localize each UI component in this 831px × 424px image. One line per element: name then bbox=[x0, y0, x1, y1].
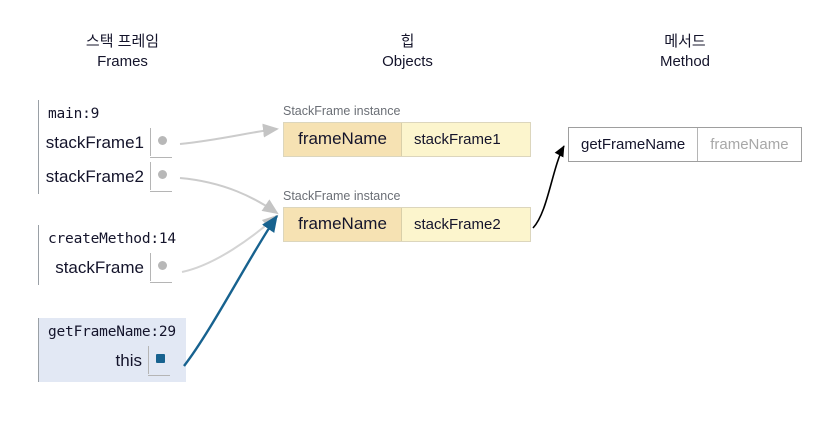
reference-bracket-icon bbox=[148, 346, 178, 376]
stack-frame-title: main:9 bbox=[48, 106, 100, 122]
heap-object-caption: StackFrame instance bbox=[283, 189, 401, 203]
stack-frame-main: main:9 stackFrame1 stackFrame2 bbox=[38, 100, 188, 194]
heap-object-field-value: stackFrame1 bbox=[402, 123, 530, 156]
stack-frame-rule bbox=[38, 318, 39, 382]
heap-object-caption: StackFrame instance bbox=[283, 104, 401, 118]
column-header-frames: 스택 프레임 Frames bbox=[10, 32, 235, 73]
reference-bracket-icon bbox=[150, 128, 180, 158]
reference-dot-icon bbox=[158, 170, 167, 179]
stack-frame-createmethod: createMethod:14 stackFrame bbox=[38, 225, 188, 285]
heap-object-field-name: frameName bbox=[284, 123, 402, 156]
column-header-method-en: Method bbox=[659, 53, 711, 71]
stack-frame-slot-stackframe: stackFrame bbox=[38, 251, 188, 285]
stack-frame-rule bbox=[38, 100, 39, 194]
arrow-stackframe1-to-object1 bbox=[179, 123, 279, 145]
reference-dot-icon bbox=[158, 261, 167, 270]
reference-dot-icon bbox=[158, 136, 167, 145]
arrow-object2-to-method bbox=[532, 145, 565, 229]
reference-dot-icon bbox=[156, 354, 165, 363]
heap-object-stackframe2: StackFrame instance frameName stackFrame… bbox=[283, 189, 531, 242]
method-box-getframename: getFrameName frameName bbox=[568, 127, 802, 162]
arrow-this-to-object2 bbox=[183, 215, 278, 367]
stack-frame-slot-stackframe2: stackFrame2 bbox=[38, 160, 188, 194]
slot-label: stackFrame1 bbox=[45, 133, 144, 152]
reference-bracket-icon bbox=[150, 253, 180, 283]
heap-object-stackframe1: StackFrame instance frameName stackFrame… bbox=[283, 104, 531, 157]
column-header-frames-en: Frames bbox=[97, 53, 148, 71]
stack-frame-slot-stackframe1: stackFrame1 bbox=[38, 126, 188, 160]
stack-frame-slot-this: this bbox=[38, 344, 186, 378]
column-header-method-ko: 메서드 bbox=[664, 33, 706, 50]
stack-frame-getframename: getFrameName:29 this bbox=[38, 318, 186, 382]
column-header-objects: 힙 Objects bbox=[300, 32, 515, 73]
column-header-objects-en: Objects bbox=[382, 53, 433, 71]
column-header-method: 메서드 Method bbox=[585, 32, 785, 73]
arrow-stackframe2-to-object2 bbox=[179, 177, 279, 215]
stack-frame-rule bbox=[38, 225, 39, 285]
slot-label: stackFrame bbox=[55, 258, 144, 277]
column-header-frames-ko: 스택 프레임 bbox=[85, 33, 160, 50]
column-header-objects-ko: 힙 bbox=[400, 33, 415, 50]
reference-bracket-icon bbox=[150, 162, 180, 192]
slot-label: stackFrame2 bbox=[45, 167, 144, 186]
heap-object-field-value: stackFrame2 bbox=[402, 208, 530, 241]
method-parameter: frameName bbox=[710, 136, 789, 153]
stack-frame-title: getFrameName:29 bbox=[48, 324, 176, 340]
heap-object-box: frameName stackFrame1 bbox=[283, 122, 531, 157]
stack-frame-title: createMethod:14 bbox=[48, 231, 176, 247]
arrow-stackframe-to-object2 bbox=[181, 214, 279, 273]
heap-object-field-name: frameName bbox=[284, 208, 402, 241]
method-name: getFrameName bbox=[569, 128, 699, 161]
heap-object-box: frameName stackFrame2 bbox=[283, 207, 531, 242]
slot-label: this bbox=[115, 351, 142, 370]
